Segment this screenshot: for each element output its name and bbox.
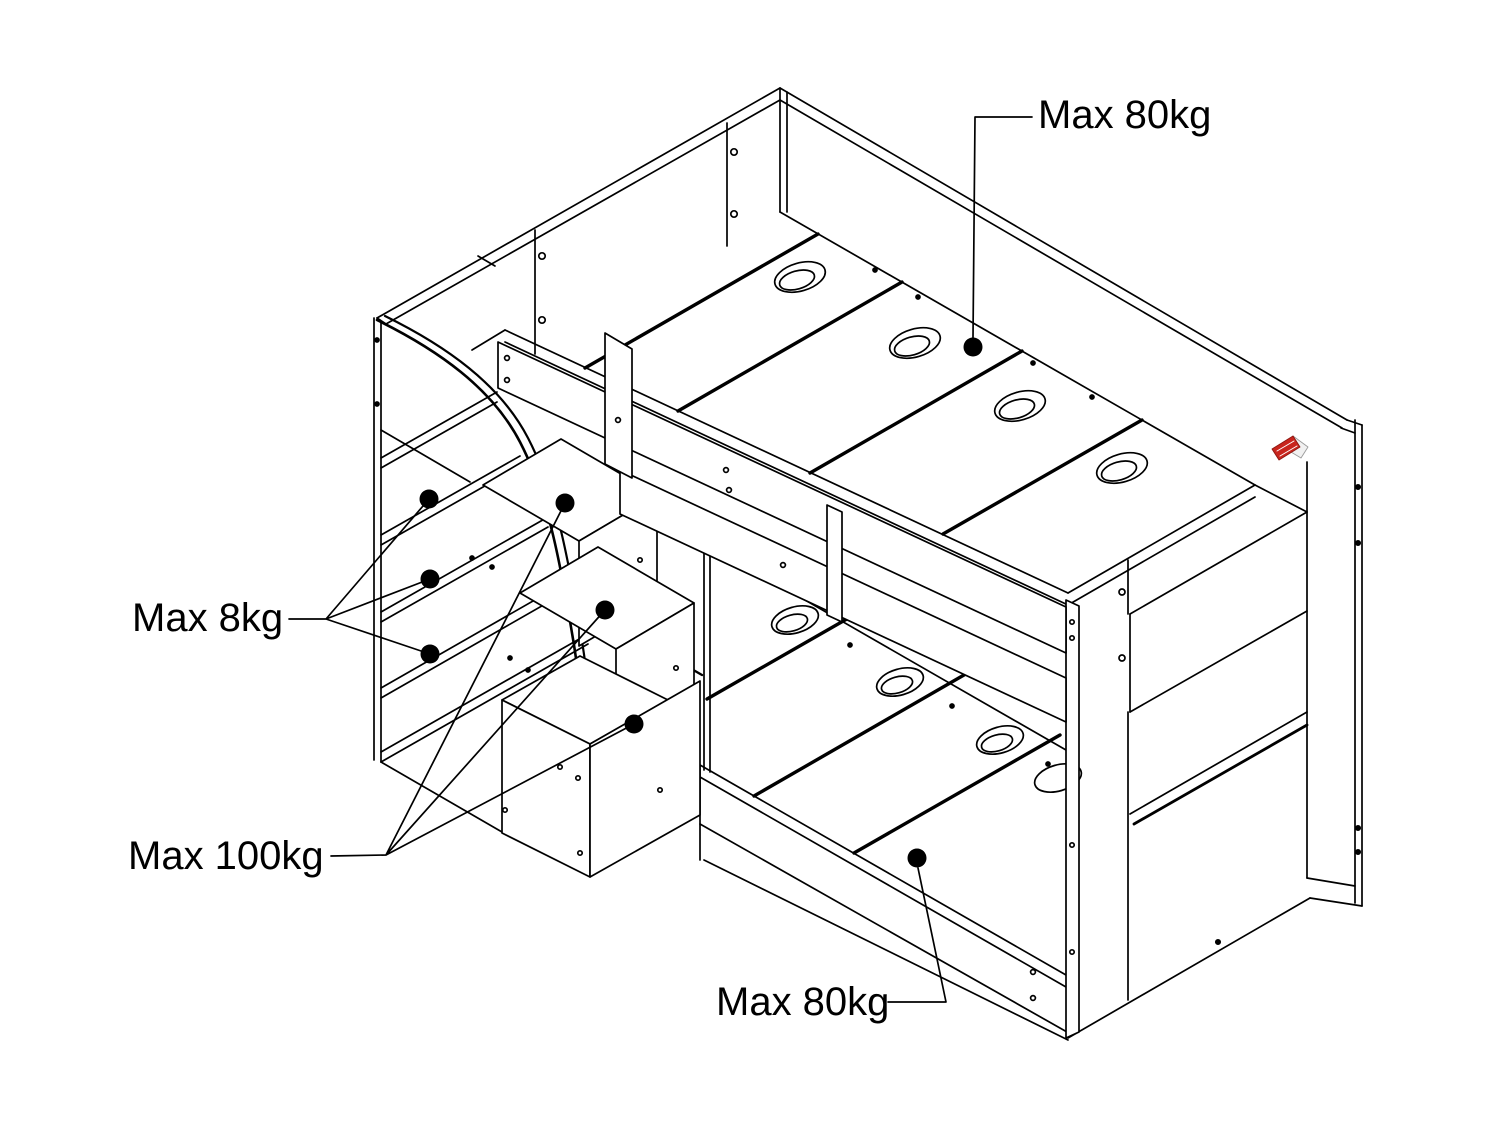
leader-shelves	[288, 498, 431, 655]
anchor-dots	[419, 337, 983, 868]
label-steps-max-weight: Max 100kg	[128, 834, 324, 878]
shelf-unit	[380, 391, 589, 833]
lower-bunk	[699, 539, 1222, 1041]
label-shelves-max-weight: Max 8kg	[132, 596, 284, 640]
leader-steps	[330, 502, 635, 857]
anchor-dot-step-3	[624, 714, 644, 734]
guard-rail	[497, 332, 1067, 723]
anchor-dot-step-2	[595, 600, 615, 620]
leader-top-bunk	[972, 116, 1033, 339]
leader-bottom-bunk	[887, 867, 947, 1003]
anchor-dot-shelf-2	[420, 569, 440, 589]
anchor-dot-top-bunk	[963, 337, 983, 357]
anchor-dot-shelf-3	[420, 644, 440, 664]
ventilation-holes	[773, 260, 1149, 485]
ventilation-holes	[770, 605, 1083, 793]
label-bottom-bunk-max-weight: Max 80kg	[716, 980, 890, 1024]
back-wall	[726, 87, 1348, 486]
anchor-dot-shelf-1	[419, 489, 439, 509]
anchor-dot-step-1	[555, 493, 575, 513]
foot-panel	[1067, 419, 1363, 1039]
label-top-bunk-max-weight: Max 80kg	[1038, 93, 1212, 137]
anchor-dot-bottom-bunk	[907, 848, 927, 868]
warning-sticker	[1271, 435, 1309, 461]
corner-post	[1065, 599, 1080, 1039]
annotation-leaders	[288, 116, 1033, 1003]
